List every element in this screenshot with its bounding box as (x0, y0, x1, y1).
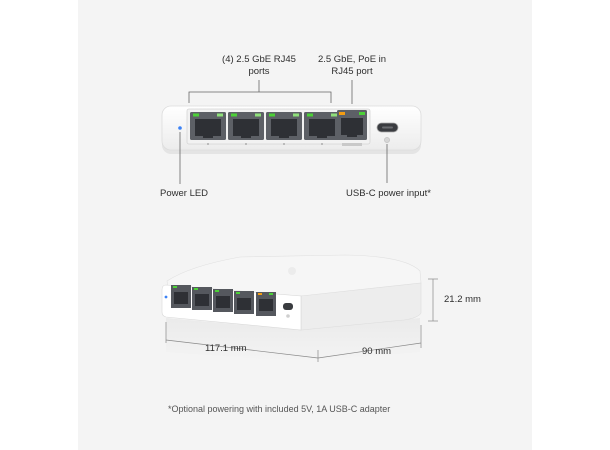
poe-port-label: 2.5 GbE, PoE in RJ45 port (310, 54, 394, 78)
rj45-port-4 (304, 112, 340, 140)
rj45-ports-label-line1: (4) 2.5 GbE RJ45 (222, 54, 296, 65)
activity-led-1 (217, 113, 223, 117)
poe-led (339, 112, 345, 115)
power-led-dot (178, 126, 182, 130)
rj45-ports-label: (4) 2.5 GbE RJ45 ports (214, 54, 304, 78)
poe-port-label-line2: RJ45 port (331, 66, 373, 77)
rj45-port-2 (228, 112, 264, 140)
dimension-lines (165, 278, 438, 362)
height-dimension-label: 21.2 mm (444, 294, 481, 305)
reset-button (384, 137, 390, 143)
rj45-port-1 (190, 112, 226, 140)
width-dimension-label: 117.1 mm (205, 343, 247, 354)
rj45-port-3 (266, 112, 302, 140)
callout-lines (179, 80, 388, 184)
footnote: *Optional powering with included 5V, 1A … (168, 404, 391, 414)
depth-dimension-label: 90 mm (362, 346, 392, 357)
rj45-ports-label-line2: ports (248, 66, 270, 77)
product-panel (78, 0, 532, 450)
link-led-1 (193, 113, 199, 117)
front-view-switch (161, 105, 422, 154)
usbc-input-label: USB-C power input* (346, 188, 432, 199)
width-dimension (165, 339, 319, 359)
poe-in-port (337, 110, 367, 146)
perspective-ports (171, 285, 276, 316)
rj45-bracket (188, 91, 332, 103)
perspective-switch (161, 254, 422, 362)
poe-port-label-line1: 2.5 GbE, PoE in (317, 54, 387, 65)
power-led-label: Power LED (160, 188, 209, 199)
depth-dimension (317, 342, 422, 359)
device-right (300, 282, 422, 331)
